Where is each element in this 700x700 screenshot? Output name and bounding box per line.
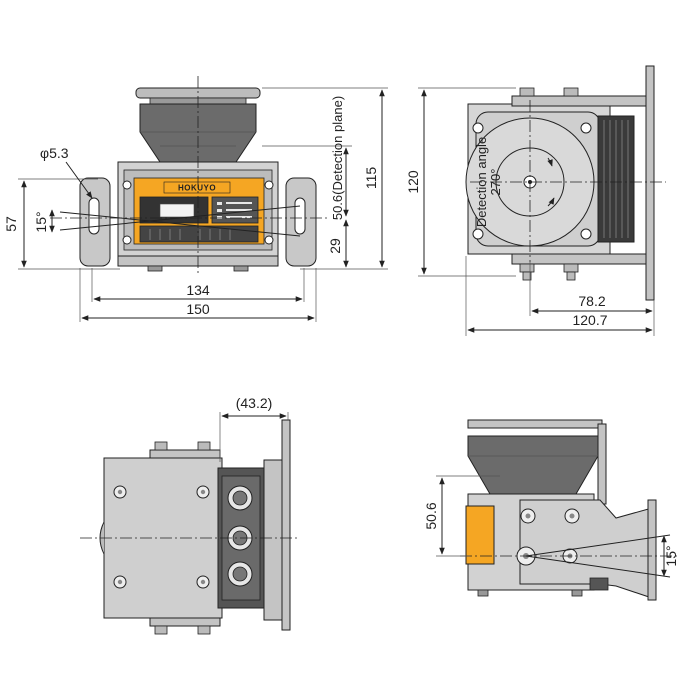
detection-angle-value: 270° [488, 169, 503, 196]
dim-depth-78-2: 78.2 [578, 293, 605, 309]
dim-height-50-6: 50.6 [423, 502, 439, 529]
dim-tilt-15-side: 15° [663, 545, 679, 566]
dim-depth-120-7: 120.7 [572, 312, 607, 328]
dim-offset-43-2: (43.2) [236, 395, 273, 411]
dim-width-150: 150 [186, 301, 210, 317]
dim-height-120: 120 [405, 170, 421, 194]
dim-detection-plane: 50.6(Detection plane) [330, 96, 345, 220]
front-view: HOKUYO [3, 76, 388, 322]
rear-view: (43.2) [80, 395, 300, 635]
side-view: Detection angle 270° 120 78.2 120.7 [405, 65, 666, 336]
dim-height-115: 115 [363, 167, 379, 190]
dim-height-57: 57 [3, 216, 19, 232]
dim-width-134: 134 [186, 282, 210, 298]
dim-height-29: 29 [327, 238, 343, 254]
tilted-view: 15° 50.6 [423, 419, 680, 601]
dim-hole-dia: φ5.3 [40, 145, 69, 161]
brand-label: HOKUYO [178, 184, 216, 193]
detection-angle-label: Detection angle [474, 137, 489, 227]
dim-tilt-15-front: 15° [33, 211, 49, 232]
